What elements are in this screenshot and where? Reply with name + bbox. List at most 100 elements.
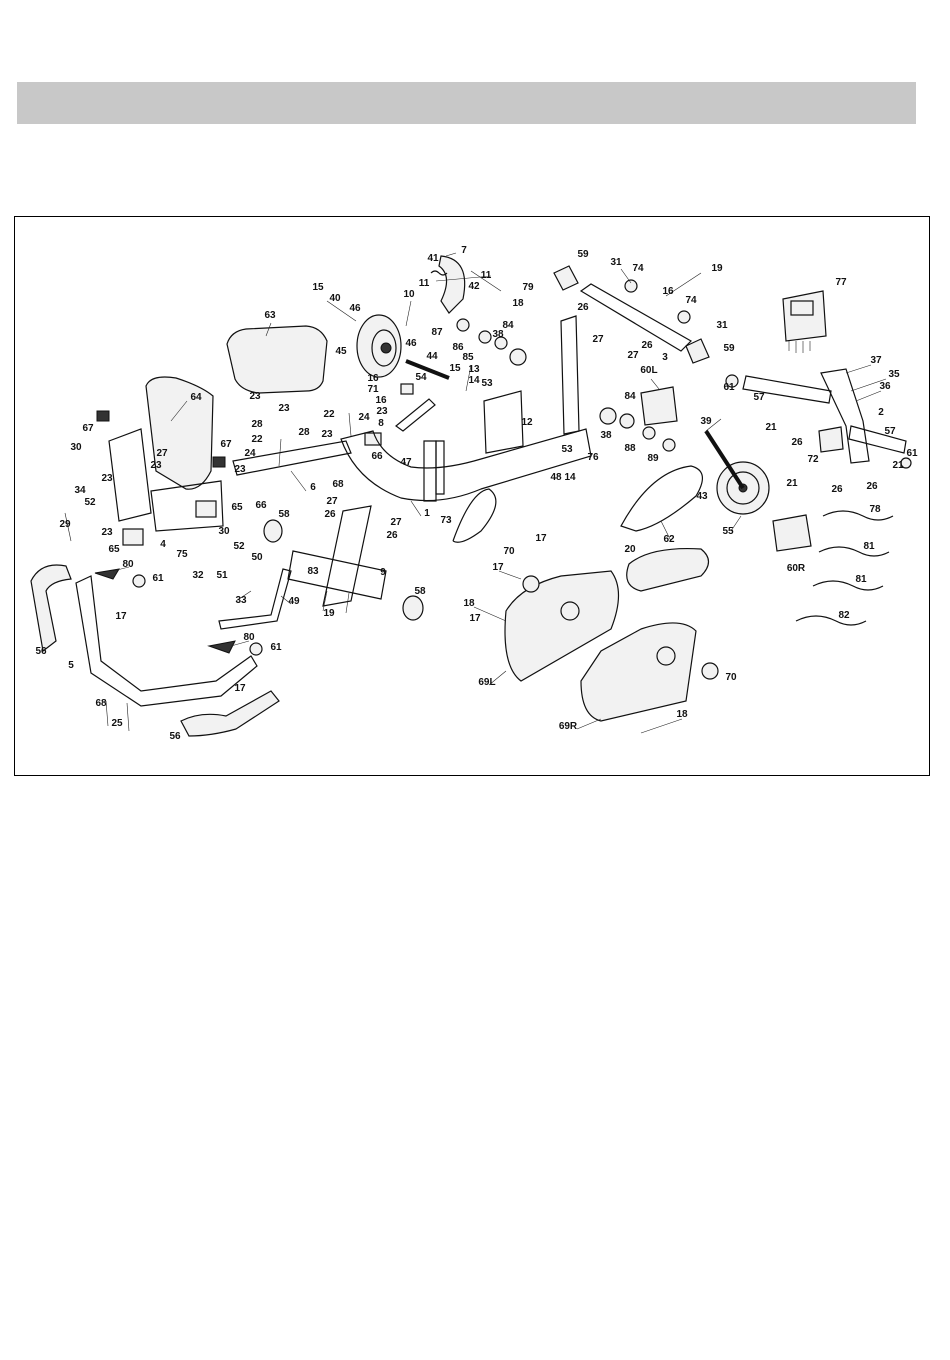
part-label-61: 61 (152, 573, 164, 584)
part-label-22: 22 (251, 434, 263, 445)
part-label-28: 28 (251, 419, 263, 430)
part-label-47: 47 (400, 457, 412, 468)
part-label-69L: 69L (478, 677, 495, 688)
part-label-20: 20 (624, 544, 636, 555)
part-label-72: 72 (807, 454, 819, 465)
part-label-71: 71 (367, 384, 379, 395)
bearing-86 (478, 330, 492, 344)
grip-56a (30, 564, 72, 653)
wire-82 (795, 615, 867, 626)
part-label-79: 79 (522, 282, 534, 293)
part-label-23: 23 (321, 429, 333, 440)
bushing-74b (677, 310, 691, 324)
part-label-13: 13 (468, 364, 480, 375)
frame-post-left (423, 440, 437, 502)
seat-cushion (226, 325, 328, 394)
part-label-23: 23 (150, 460, 162, 471)
part-label-52: 52 (84, 497, 96, 508)
part-label-59: 59 (577, 249, 589, 260)
seat-post (322, 505, 372, 607)
part-label-3: 3 (662, 352, 668, 363)
part-label-61: 61 (723, 382, 735, 393)
hardware-bolts (64, 300, 412, 732)
part-label-26: 26 (577, 302, 589, 313)
part-label-61: 61 (270, 642, 282, 653)
console (782, 290, 827, 342)
part-label-46: 46 (349, 303, 361, 314)
part-label-45: 45 (335, 346, 347, 357)
part-label-22: 22 (323, 409, 335, 420)
magnet-bracket (438, 255, 466, 314)
pedal-right (772, 514, 812, 552)
part-label-88: 88 (624, 443, 636, 454)
console-mast (820, 368, 870, 464)
bearing-88 (642, 426, 656, 440)
seat-rail (232, 440, 352, 476)
part-label-4: 4 (160, 539, 166, 550)
part-label-17: 17 (492, 562, 504, 573)
roller-71 (400, 383, 414, 395)
part-label-67: 67 (220, 439, 232, 450)
part-label-58: 58 (414, 586, 426, 597)
cover-20 (626, 547, 710, 592)
part-label-29: 29 (59, 519, 71, 530)
pedal-left (640, 386, 678, 426)
cap-61d (900, 457, 912, 469)
bearing-89 (662, 438, 676, 452)
part-label-25: 25 (111, 718, 123, 729)
part-label-26: 26 (831, 484, 843, 495)
part-label-53: 53 (561, 444, 573, 455)
pulse-sensor-80a (94, 568, 120, 580)
part-label-60R: 60R (787, 563, 806, 574)
part-label-68: 68 (95, 698, 107, 709)
part-label-23: 23 (376, 406, 388, 417)
part-label-17: 17 (469, 613, 481, 624)
part-label-27: 27 (156, 448, 168, 459)
part-label-52: 52 (233, 541, 245, 552)
ring-70b (701, 662, 719, 680)
part-label-38: 38 (600, 430, 612, 441)
handlebar-tube (579, 283, 692, 352)
part-label-67: 67 (82, 423, 94, 434)
flywheel (356, 314, 402, 378)
part-label-65: 65 (108, 544, 120, 555)
handle-bar-57b (848, 425, 907, 454)
side-cover-right (580, 622, 697, 722)
part-label-59: 59 (723, 343, 735, 354)
part-label-27: 27 (592, 334, 604, 345)
part-label-23: 23 (234, 464, 246, 475)
part-label-21: 21 (892, 460, 904, 471)
leader-lines (112, 252, 887, 734)
part-label-58: 58 (278, 509, 290, 520)
part-label-23: 23 (278, 403, 290, 414)
part-label-16: 16 (662, 286, 674, 297)
part-label-8: 8 (378, 418, 384, 429)
part-label-31: 31 (610, 257, 622, 268)
part-label-27: 27 (326, 496, 338, 507)
front-upright (560, 315, 580, 435)
seat-pad-67b (212, 456, 226, 468)
diagram-drawing: 7411111421015404663454644878685131453388… (30, 245, 918, 742)
part-label-30: 30 (218, 526, 230, 537)
part-label-17: 17 (115, 611, 127, 622)
seat-pad-67a (96, 410, 110, 422)
part-label-76: 76 (587, 452, 599, 463)
part-label-14: 14 (468, 375, 480, 386)
spring-41 (430, 270, 448, 276)
pad-66 (364, 432, 382, 446)
part-label-77: 77 (835, 277, 847, 288)
part-label-57: 57 (753, 392, 765, 403)
adjust-handle (218, 568, 292, 630)
part-label-69R: 69R (559, 721, 578, 732)
bearing-38 (509, 348, 527, 366)
part-label-42: 42 (468, 281, 480, 292)
wire-81b (812, 580, 884, 591)
part-label-49: 49 (288, 596, 300, 607)
grip-56b (180, 690, 280, 737)
part-label-70: 70 (725, 672, 737, 683)
part-label-23: 23 (249, 391, 261, 402)
foam-59-left (553, 265, 579, 291)
part-label-68: 68 (332, 479, 344, 490)
part-label-38: 38 (492, 329, 504, 340)
part-label-36: 36 (879, 381, 891, 392)
